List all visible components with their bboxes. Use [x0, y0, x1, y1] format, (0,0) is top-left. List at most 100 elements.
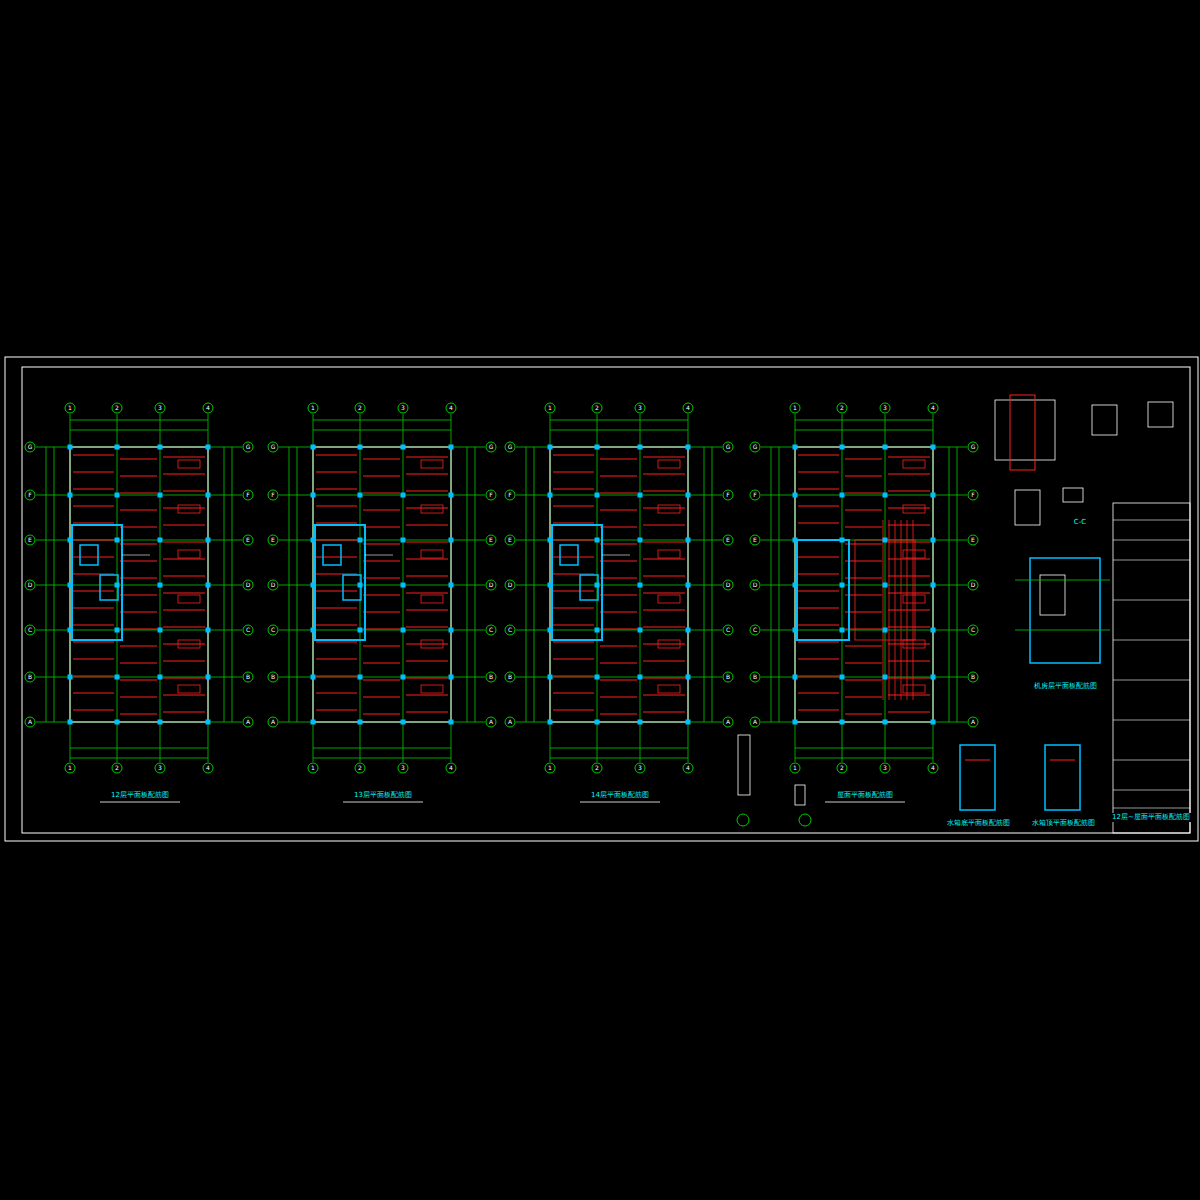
axis-bubble — [355, 763, 365, 773]
drawing-rect — [595, 628, 599, 632]
drawing-line — [643, 712, 685, 713]
axis-bubble — [723, 717, 733, 727]
drawing-line — [888, 559, 930, 560]
drawing-line — [279, 677, 485, 678]
axis-number: 4 — [206, 765, 210, 771]
drawing-line — [406, 593, 448, 594]
drawing-line — [761, 677, 967, 678]
drawing-rect — [68, 583, 72, 587]
drawing-rect — [840, 720, 844, 724]
axis-bubble — [355, 403, 365, 413]
drawing-line — [363, 646, 400, 647]
axis-bubble — [203, 763, 213, 773]
drawing-rect — [158, 628, 162, 632]
drawing-rect — [206, 675, 210, 679]
axis-bubble — [750, 490, 760, 500]
drawing-line — [363, 697, 400, 698]
drawing-line — [363, 595, 400, 596]
drawing-line — [643, 627, 685, 628]
drawing-line — [761, 585, 967, 586]
drawing-line — [1113, 790, 1190, 791]
drawing-line — [798, 455, 839, 456]
axis-letter: B — [246, 674, 250, 680]
drawing-rect — [358, 493, 362, 497]
drawing-line — [406, 678, 448, 679]
drawing-line — [888, 644, 930, 645]
drawing-line — [36, 540, 242, 541]
drawing-line — [120, 493, 157, 494]
drawing-rect — [401, 675, 405, 679]
drawing-line — [553, 625, 594, 626]
axis-bubble — [25, 535, 35, 545]
axis-bubble — [268, 490, 278, 500]
drawing-rect — [206, 628, 210, 632]
drawing-rect — [343, 575, 361, 600]
drawing-rect — [311, 628, 315, 632]
drawing-line — [895, 520, 896, 700]
drawing-line — [949, 447, 950, 722]
axis-bubble — [243, 625, 253, 635]
drawing-rect — [793, 538, 797, 542]
axis-bubble — [25, 717, 35, 727]
drawing-rect — [358, 583, 362, 587]
drawing-line — [845, 612, 882, 613]
drawing-line — [73, 591, 114, 592]
drawing-line — [600, 714, 637, 715]
axis-bubble — [446, 763, 456, 773]
axis-number: 4 — [206, 405, 210, 411]
drawing-line — [120, 714, 157, 715]
drawing-rect — [311, 675, 315, 679]
drawing-line — [550, 420, 688, 421]
drawing-rect — [840, 675, 844, 679]
axis-bubble — [968, 442, 978, 452]
axis-letter: F — [489, 492, 492, 498]
drawing-rect — [68, 445, 72, 449]
floor-plan — [268, 403, 496, 802]
drawing-rect — [793, 628, 797, 632]
drawing-line — [771, 447, 772, 722]
drawing-line — [516, 630, 722, 631]
axis-letter: C — [971, 627, 975, 633]
drawing-rect — [1030, 558, 1100, 663]
axis-bubble — [398, 763, 408, 773]
axis-bubble — [723, 625, 733, 635]
drawing-line — [845, 663, 882, 664]
drawing-line — [163, 525, 205, 526]
drawing-line — [888, 610, 930, 611]
drawing-rect — [401, 493, 405, 497]
drawing-rect — [5, 357, 1198, 841]
drawing-line — [600, 629, 637, 630]
drawing-rect — [115, 445, 119, 449]
axis-letter: A — [971, 719, 975, 725]
plan-title: 14层平面板配筋图 — [589, 791, 651, 800]
drawing-line — [475, 447, 476, 722]
axis-letter: B — [28, 674, 32, 680]
axis-number: 1 — [548, 405, 552, 411]
drawing-line — [888, 576, 930, 577]
drawing-rect — [548, 445, 552, 449]
drawing-line — [888, 593, 930, 594]
plan-title: 12层平面板配筋图 — [109, 791, 171, 800]
drawing-line — [761, 630, 967, 631]
floor-plan — [505, 403, 733, 802]
axis-number: 2 — [358, 765, 362, 771]
drawing-rect — [206, 720, 210, 724]
drawing-rect — [1045, 745, 1080, 810]
drawing-line — [795, 420, 933, 421]
drawing-rect — [931, 445, 935, 449]
drawing-rect — [658, 550, 680, 558]
drawing-line — [120, 646, 157, 647]
axis-number: 4 — [449, 405, 453, 411]
drawing-line — [363, 680, 400, 681]
axis-bubble — [968, 672, 978, 682]
drawing-rect — [80, 545, 98, 565]
drawing-rect — [311, 493, 315, 497]
axis-bubble — [837, 763, 847, 773]
drawing-rect — [206, 445, 210, 449]
drawing-rect — [313, 447, 451, 722]
axis-letter: E — [726, 537, 730, 543]
axis-letter: E — [971, 537, 975, 543]
drawing-line — [163, 627, 205, 628]
drawing-line — [553, 710, 594, 711]
axis-number: 3 — [883, 405, 887, 411]
